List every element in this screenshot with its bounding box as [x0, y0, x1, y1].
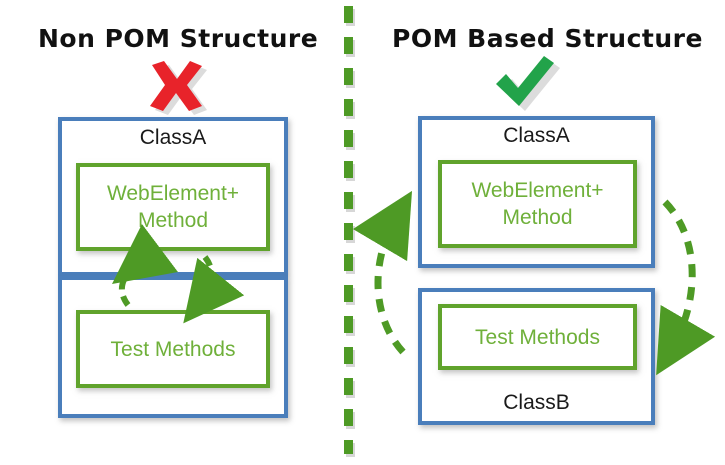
green-check-icon: [492, 56, 562, 112]
right-classa-label: ClassA: [503, 124, 570, 147]
left-panel-title: Non POM Structure: [38, 24, 319, 53]
left-webelement-method-box: WebElement+ Method: [76, 163, 270, 251]
right-webelement-method-box: WebElement+ Method: [438, 160, 637, 248]
right-test-methods-box: Test Methods: [438, 304, 637, 370]
right-test-methods-label: Test Methods: [475, 325, 600, 349]
left-test-methods-box: Test Methods: [76, 310, 270, 388]
left-classa-label: ClassA: [139, 126, 207, 149]
right-classb-label: ClassB: [503, 391, 570, 414]
left-test-methods-label: Test Methods: [110, 337, 236, 361]
right-webelement-method-label: WebElement+ Method: [471, 179, 604, 229]
left-webelement-method-label: WebElement+ Method: [106, 182, 240, 232]
vertical-dashed-divider: [343, 4, 355, 457]
right-panel-title: POM Based Structure: [392, 24, 703, 53]
red-cross-icon: [140, 58, 210, 115]
